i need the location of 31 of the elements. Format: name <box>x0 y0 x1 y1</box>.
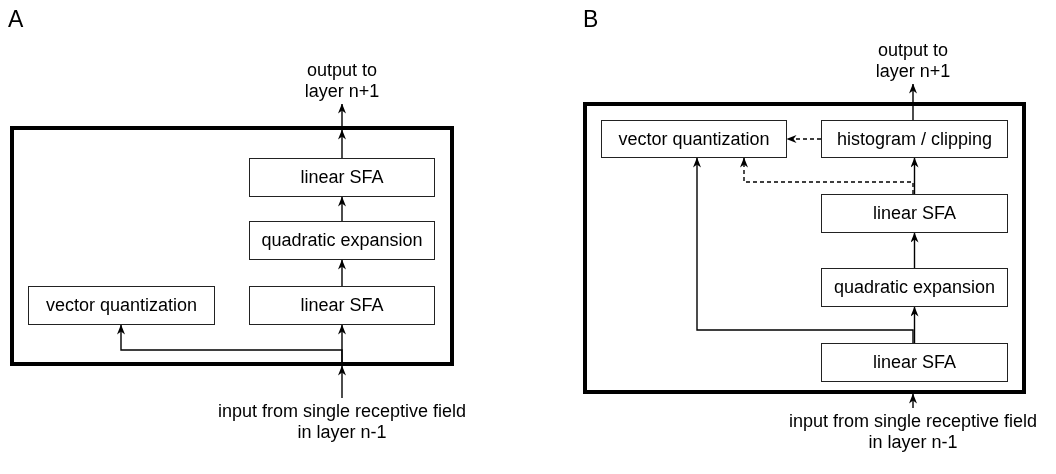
process-box: linear SFA <box>249 158 435 197</box>
io-label: output to layer n+1 <box>874 40 952 82</box>
arrow <box>909 83 917 121</box>
process-box: vector quantization <box>601 120 787 158</box>
arrow <box>909 393 917 409</box>
io-label: output to layer n+1 <box>303 60 381 102</box>
arrow <box>910 232 919 269</box>
module-frame <box>10 126 454 366</box>
arrow <box>786 135 822 143</box>
arrow <box>910 306 919 344</box>
process-box: linear SFA <box>249 286 435 325</box>
arrow <box>338 196 346 222</box>
process-box: quadratic expansion <box>821 268 1008 307</box>
panel-letter: B <box>583 6 599 33</box>
process-box: linear SFA <box>821 194 1008 233</box>
arrow <box>693 157 914 344</box>
io-label: input from single receptive field in layer n-1 <box>216 401 468 443</box>
process-box: linear SFA <box>821 343 1008 382</box>
process-box: histogram / clipping <box>821 120 1008 158</box>
arrow <box>117 324 343 363</box>
arrow <box>910 157 919 195</box>
arrow <box>338 365 346 399</box>
process-box: vector quantization <box>28 286 215 325</box>
panel-letter: A <box>8 6 24 33</box>
arrow <box>338 259 346 287</box>
arrow <box>740 157 914 195</box>
io-label: input from single receptive field in layer n-1 <box>787 411 1039 453</box>
process-box: quadratic expansion <box>249 221 435 260</box>
arrow <box>338 103 346 127</box>
module-frame <box>583 102 1026 394</box>
arrow <box>338 129 346 159</box>
